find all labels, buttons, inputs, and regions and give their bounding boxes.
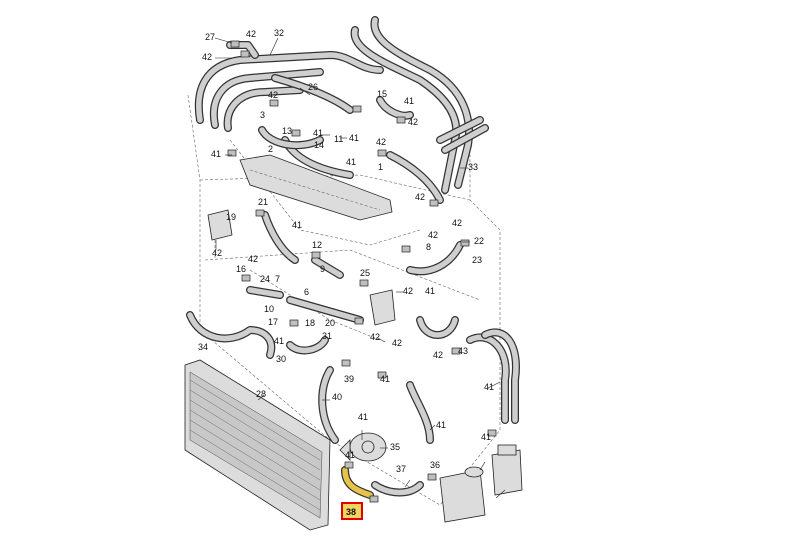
label-42: 21 <box>258 197 268 207</box>
hose-15 <box>376 96 414 120</box>
cooler-37 <box>439 466 486 523</box>
label-26: 26 <box>308 82 318 92</box>
label-19: 23 <box>472 255 482 265</box>
hose-23 <box>311 256 344 279</box>
label-41: 22 <box>474 236 484 246</box>
label-12: 7 <box>275 274 280 284</box>
label-42: 19 <box>226 212 236 222</box>
label-10: 31 <box>322 331 332 341</box>
hose-43 <box>318 366 339 444</box>
label-42: 25 <box>360 268 370 278</box>
label-41: 41 <box>380 374 390 384</box>
label-17: 42 <box>370 332 380 342</box>
label-8: 42 <box>212 248 222 258</box>
label-38-highlighted: 38 <box>346 507 356 517</box>
label-41: 39 <box>344 374 354 384</box>
hose-34 <box>466 328 520 424</box>
label-41: 41 <box>404 96 414 106</box>
label-42: 18 <box>305 318 315 328</box>
label-41: 1 <box>378 162 383 172</box>
label-14: 14 <box>314 140 324 150</box>
label-42: 42 <box>428 230 438 240</box>
bracket-1 <box>239 154 393 221</box>
label-15: 15 <box>377 89 387 99</box>
label-42: 42 <box>246 29 256 39</box>
label-41: 37 <box>396 464 406 474</box>
hose-31 <box>186 311 276 359</box>
label-42: 41 <box>274 336 284 346</box>
label-42: 30 <box>276 354 286 364</box>
label-9: 24 <box>260 274 270 284</box>
label-42: 43 <box>458 346 468 356</box>
label-20: 42 <box>433 350 443 360</box>
hose-3 <box>258 126 324 150</box>
label-28: 41 <box>436 420 446 430</box>
hose-35 <box>371 481 424 497</box>
label-32: 32 <box>274 28 284 38</box>
leader-lines <box>214 37 506 499</box>
label-2: 2 <box>268 144 273 154</box>
label-13: 13 <box>282 126 292 136</box>
label-18: 42 <box>392 338 402 348</box>
right-hose-harness <box>350 16 489 194</box>
highlight-box <box>341 502 363 520</box>
label-24: 41 <box>425 286 435 296</box>
label-41: 41 <box>313 128 323 138</box>
label-31: 34 <box>198 342 208 352</box>
hose-26 <box>271 74 354 114</box>
hose-28 <box>406 381 434 444</box>
hose-clips <box>227 40 497 503</box>
label-42: 42 <box>268 90 278 100</box>
label-41: 41 <box>211 149 221 159</box>
hose-16 <box>286 296 364 324</box>
label-30: 28 <box>256 389 266 399</box>
hose-right-mid <box>386 151 444 204</box>
hose-22 <box>261 211 299 264</box>
label-22: 42 <box>248 254 258 264</box>
label-27: 27 <box>205 32 215 42</box>
label-16: 6 <box>304 287 309 297</box>
label-33: 33 <box>468 162 478 172</box>
label-42: 42 <box>452 218 462 228</box>
hose-20 <box>416 316 459 339</box>
hose-7 <box>286 336 329 355</box>
upper-hose-harness <box>194 41 384 132</box>
label-11: 11 <box>334 134 343 144</box>
label-34: 41 <box>484 382 494 392</box>
label-41: 41 <box>346 157 356 167</box>
valve-8 <box>207 209 233 241</box>
label-41: 36 <box>430 460 440 470</box>
label-1: 41 <box>292 220 302 230</box>
label-23: 9 <box>320 264 325 274</box>
radiator-30 <box>184 359 331 531</box>
label-42: 42 <box>408 117 418 127</box>
callout-labels: 27 42 32 42 26 15 41 42 3 13 41 11 41 41… <box>198 28 494 474</box>
label-42: 42 <box>376 137 386 147</box>
label-6: 17 <box>268 317 278 327</box>
label-41: 41 <box>481 432 491 442</box>
label-40: 41 <box>358 412 368 422</box>
label-7: 10 <box>264 304 274 314</box>
hose-21 <box>406 241 464 276</box>
reservoir-36 <box>491 444 523 496</box>
pump-39 <box>339 432 387 462</box>
hose-38-highlighted[interactable] <box>341 466 374 499</box>
label-21: 8 <box>426 242 431 252</box>
label-42: 42 <box>202 52 212 62</box>
label-42: 12 <box>312 240 322 250</box>
hose-9 <box>246 286 284 299</box>
label-25: 42 <box>403 286 413 296</box>
label-43: 40 <box>332 392 342 402</box>
label-42: 42 <box>415 192 425 202</box>
label-39: 35 <box>390 442 400 452</box>
label-41: 41 <box>349 133 359 143</box>
highlight-callout-38[interactable]: 38 <box>341 502 363 520</box>
valve-17 <box>369 289 396 326</box>
label-41: 20 <box>325 318 335 328</box>
label-3: 3 <box>260 110 265 120</box>
label-42: 16 <box>236 264 246 274</box>
label-41: 41 <box>345 450 355 460</box>
